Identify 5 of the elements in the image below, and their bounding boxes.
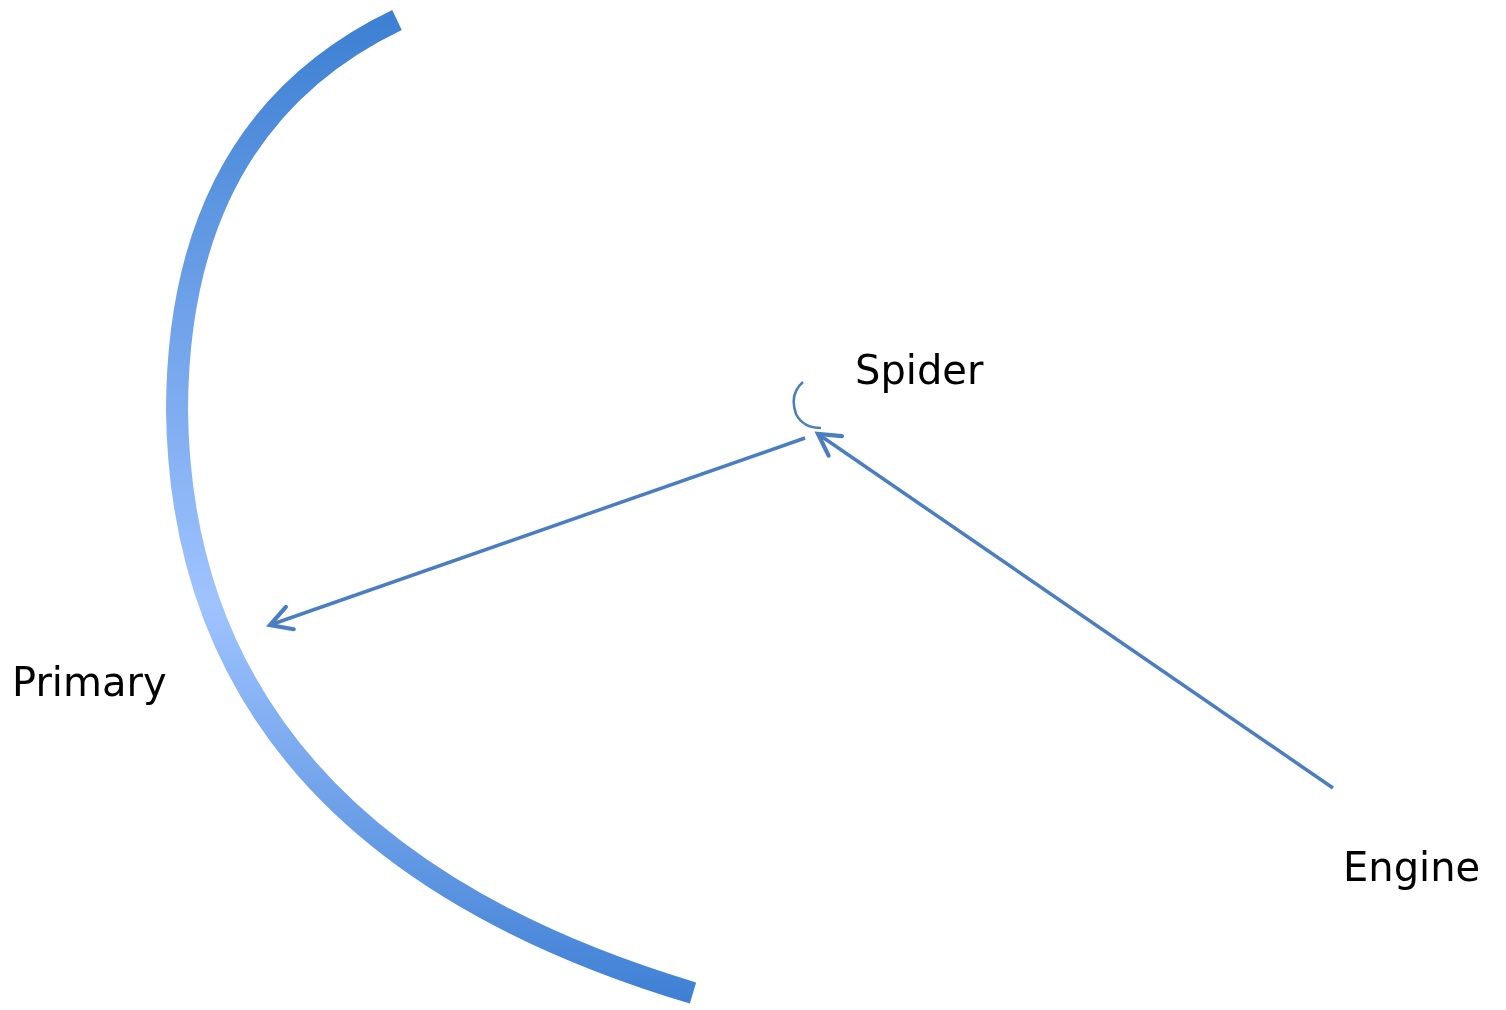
part-label: Spider	[855, 348, 984, 392]
arrow	[815, 431, 1334, 790]
arrow	[267, 436, 806, 632]
part-label: Primary	[12, 660, 167, 704]
engine-label: Engine	[1343, 845, 1493, 897]
